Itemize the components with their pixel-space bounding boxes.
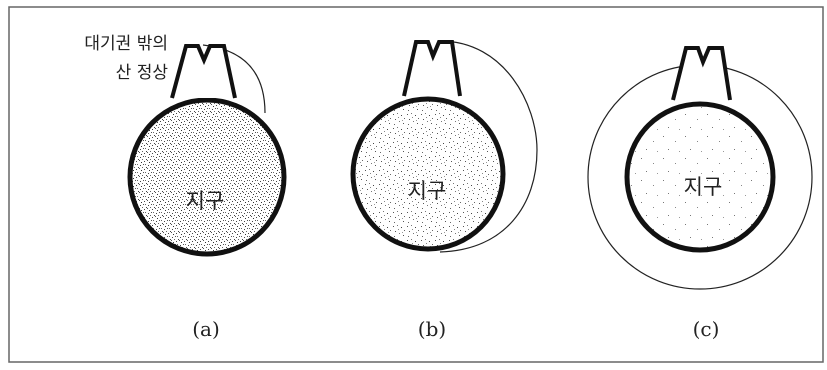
mountain-icon-c — [671, 46, 732, 101]
mountain-icon-a — [170, 44, 237, 99]
panel-caption-b: (b) — [418, 317, 446, 341]
earth-circle-a — [127, 97, 287, 257]
annotation-line-1: 대기권 밖의 — [84, 34, 168, 54]
panel-b: 지구 (b) — [350, 40, 538, 341]
figure-frame — [8, 6, 824, 363]
earth-circle-b — [350, 96, 506, 252]
atmosphere-boundary-b — [439, 40, 538, 253]
earth-label-c: 지구 — [684, 175, 723, 199]
earth-circle-c — [624, 101, 776, 253]
panel-c: 지구 (c) — [587, 46, 813, 341]
panel-a: 지구 (a) — [127, 44, 287, 341]
panel-caption-a: (a) — [192, 317, 220, 341]
mountain-icon-b — [402, 40, 462, 97]
earth-label-b: 지구 — [408, 179, 447, 203]
earth-label-a: 지구 — [186, 189, 225, 213]
panel-caption-c: (c) — [693, 317, 720, 341]
annotation-line-2: 산 정상 — [116, 63, 169, 83]
